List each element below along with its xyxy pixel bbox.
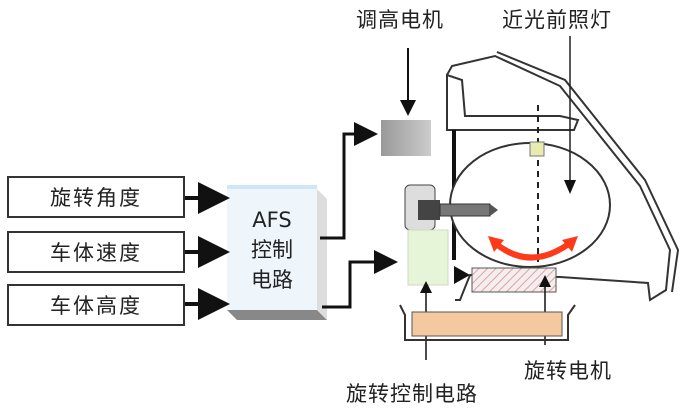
rotation-circuit-board <box>407 229 449 286</box>
base-plate <box>411 311 563 337</box>
arrow-to-height-motor <box>320 122 378 240</box>
input-rotation-angle: 旋转角度 <box>7 176 185 218</box>
rotation-arrow-left <box>488 236 504 252</box>
afs-side <box>317 189 327 320</box>
afs-shadow <box>227 310 327 320</box>
label-low-beam: 近光前照灯 <box>502 8 612 32</box>
input-vehicle-speed: 车体速度 <box>7 231 185 273</box>
top-clip <box>529 141 545 157</box>
low-beam-pointer <box>564 180 576 194</box>
motor-arrow <box>454 266 470 284</box>
afs-label: 电路 <box>251 267 293 292</box>
label-rotation-motor: 旋转电机 <box>524 359 612 383</box>
afs-label: 控制 <box>251 237 293 262</box>
housing-top <box>446 73 580 131</box>
rotation-arrow-right <box>562 236 578 252</box>
input-label: 旋转角度 <box>50 186 142 210</box>
input-vehicle-height: 车体高度 <box>7 284 185 326</box>
bulb-tip <box>490 204 498 216</box>
rotation-motor <box>471 267 557 293</box>
afs-control-circuit: AFS 控制 电路 <box>227 185 317 310</box>
height-motor <box>381 120 431 156</box>
label-height-motor: 调高电机 <box>356 8 444 32</box>
afs-label: AFS <box>252 207 292 232</box>
input-label: 车体高度 <box>50 294 142 318</box>
rotation-indicator <box>493 240 572 261</box>
label-rotation-circuit: 旋转控制电路 <box>346 382 478 406</box>
bulb <box>439 203 491 217</box>
housing-outer-lens <box>496 51 680 293</box>
arrow-to-rotation-circuit <box>322 250 398 309</box>
bulb-base <box>418 200 440 220</box>
input-label: 车体速度 <box>50 241 142 265</box>
base-housing <box>399 304 576 341</box>
